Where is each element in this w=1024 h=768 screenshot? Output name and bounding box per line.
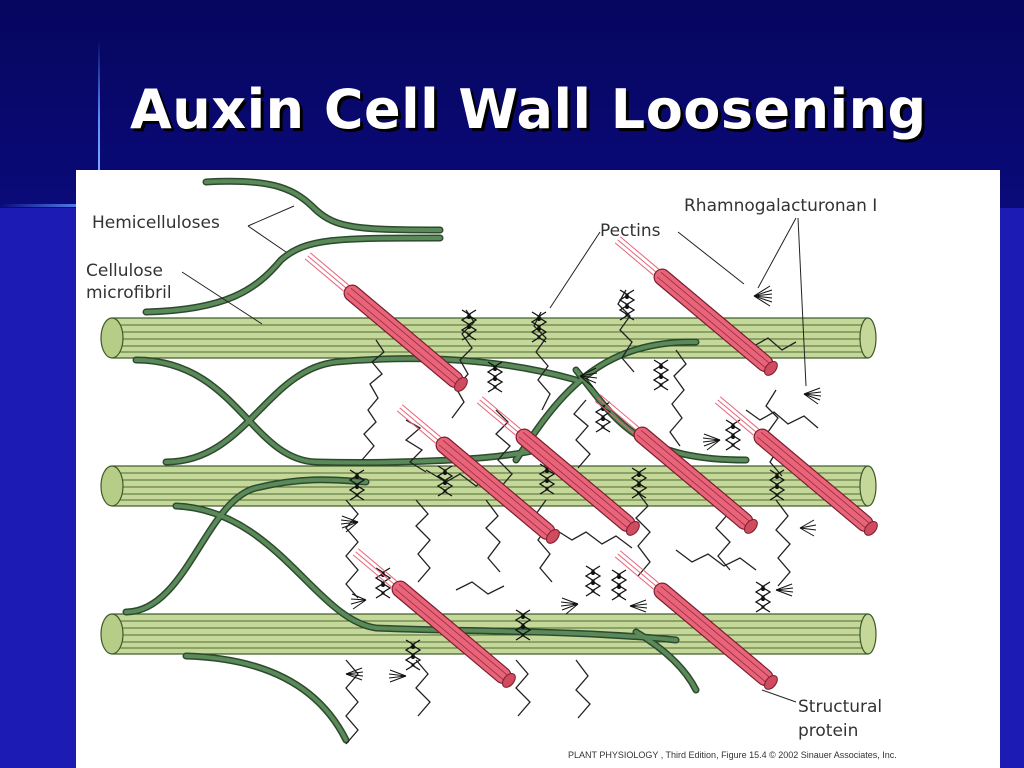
label-rhamnogalacturonan: Rhamnogalacturonan I (684, 196, 877, 216)
protein-rod (614, 236, 778, 376)
label-cellulose: Cellulose (86, 261, 163, 281)
horizontal-accent-line (0, 204, 110, 207)
protein-rod (594, 394, 758, 534)
label-structural: Structural (798, 697, 882, 717)
microfibril-bottom (100, 613, 877, 655)
cell-wall-diagram: Hemicelluloses Cellulose microfibril Pec… (86, 177, 897, 760)
label-hemicelluloses: Hemicelluloses (92, 213, 220, 233)
figure-credit: PLANT PHYSIOLOGY , Third Edition, Figure… (568, 750, 897, 760)
protein-rod (614, 550, 778, 690)
slide-title: Auxin Cell Wall Loosening (130, 78, 927, 141)
protein-rod (352, 548, 516, 688)
protein-rod (396, 404, 560, 544)
protein-rod (304, 252, 468, 392)
label-leader-lines (181, 205, 807, 703)
protein-rod (714, 396, 878, 536)
cell-wall-figure: Hemicelluloses Cellulose microfibril Pec… (76, 170, 1000, 768)
hemicellulose-strands (122, 177, 750, 744)
label-protein: protein (798, 721, 858, 741)
rhamnogalacturonan-tufts (340, 285, 822, 683)
vertical-accent-line (98, 40, 100, 170)
label-microfibril: microfibril (86, 283, 172, 303)
structural-protein-rods (304, 236, 878, 690)
label-pectins: Pectins (600, 221, 661, 241)
protein-rod (476, 396, 640, 536)
